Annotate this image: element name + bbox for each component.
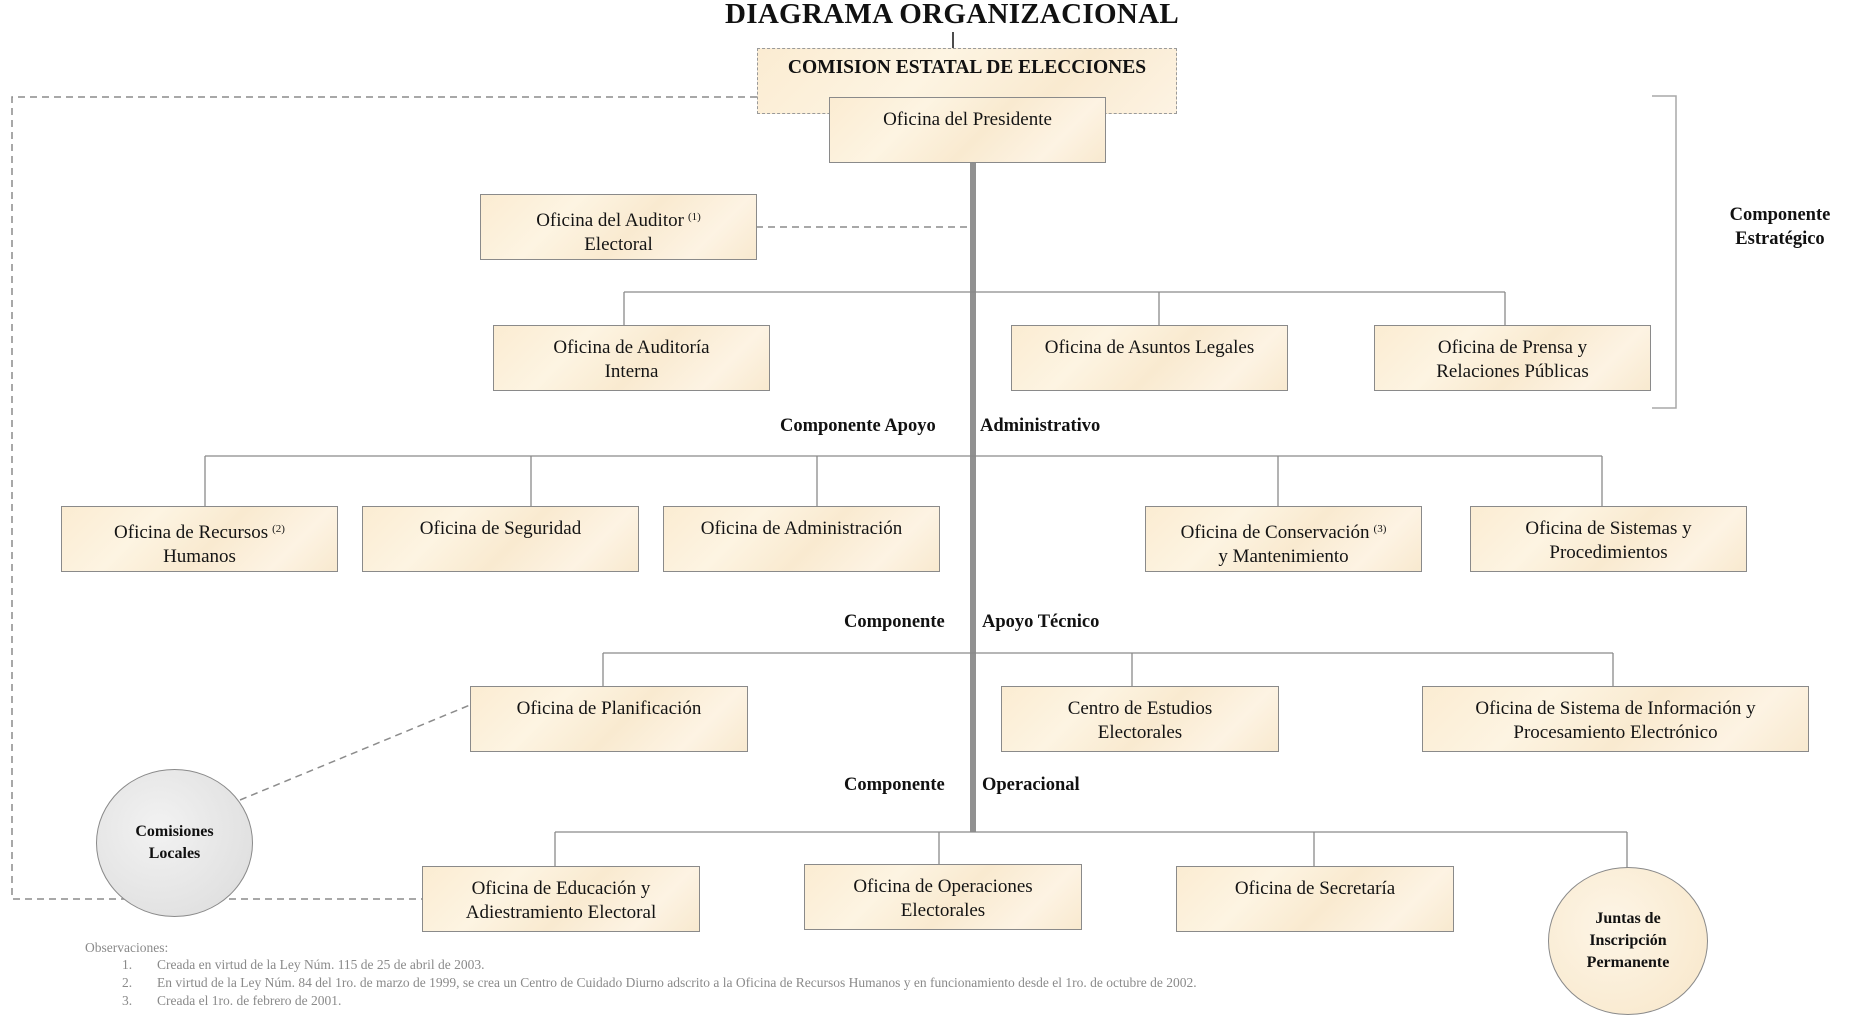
office-asuntos-legales: Oficina de Asuntos Legales bbox=[1011, 325, 1288, 391]
circle-label-line3: Permanente bbox=[1586, 954, 1670, 971]
president-office: Oficina del Presidente bbox=[829, 97, 1106, 163]
office-label-line2: y Mantenimiento bbox=[1218, 546, 1349, 567]
office-label-line1: Oficina de Prensa y bbox=[1437, 337, 1588, 358]
office-label-line2: Relaciones Públicas bbox=[1436, 361, 1589, 382]
office-label-line1: Oficina de Recursos bbox=[114, 522, 269, 543]
item-number: 3. bbox=[122, 993, 133, 1008]
office-label-line1: Oficina del Auditor bbox=[536, 210, 684, 231]
office-label-line1: Oficina de Asuntos Legales bbox=[1044, 337, 1255, 358]
strategic-bracket bbox=[1652, 95, 1677, 409]
operational-component-label-left: Componente bbox=[844, 775, 945, 795]
office-label-line1: Centro de Estudios bbox=[1067, 698, 1213, 719]
office-secretaria: Oficina de Secretaría bbox=[1176, 866, 1454, 932]
office-label-line1: Oficina de Sistema de Información y bbox=[1475, 698, 1756, 719]
president-label: Oficina del Presidente bbox=[883, 109, 1052, 130]
item-number: 2. bbox=[122, 975, 133, 990]
office-label-line1: Oficina de Seguridad bbox=[419, 518, 582, 539]
footnote-marker: (1) bbox=[687, 211, 701, 223]
technical-component-label-left: Componente bbox=[844, 612, 945, 632]
office-label-line1: Oficina de Sistemas y bbox=[1525, 518, 1692, 539]
office-label-line1: Oficina de Conservación bbox=[1180, 522, 1370, 543]
label-line2: Estratégico bbox=[1735, 229, 1825, 249]
office-label-line2: Electoral bbox=[584, 234, 653, 255]
circle-label-line2: Locales bbox=[148, 845, 201, 862]
footnote-marker: (3) bbox=[1373, 523, 1387, 535]
office-conservacion: Oficina de Conservación(3) y Mantenimien… bbox=[1145, 506, 1422, 572]
office-label-line2: Procedimientos bbox=[1549, 542, 1668, 563]
office-label-line1: Oficina de Educación y bbox=[471, 878, 651, 899]
commission-box: COMISION ESTATAL DE ELECCIONES bbox=[757, 48, 1177, 114]
office-administracion: Oficina de Administración bbox=[663, 506, 940, 572]
office-auditoria-interna: Oficina de Auditoría Interna bbox=[493, 325, 770, 391]
office-label-line1: Oficina de Auditoría bbox=[553, 337, 710, 358]
diagram-title: DIAGRAMA ORGANIZACIONAL bbox=[724, 0, 1179, 30]
office-label-line2: Electorales bbox=[900, 900, 986, 921]
office-label-line2: Humanos bbox=[163, 546, 236, 567]
office-label-line2: Electorales bbox=[1097, 722, 1183, 743]
office-planificacion: Oficina de Planificación bbox=[470, 686, 748, 752]
local-commissions-dashed-link bbox=[239, 704, 471, 801]
item-text: Creada en virtud de la Ley Núm. 115 de 2… bbox=[157, 957, 485, 972]
observation-item: 2. En virtud de la Ley Núm. 84 del 1ro. d… bbox=[122, 975, 1197, 991]
technical-connectors bbox=[602, 652, 1614, 686]
admin-component-label-right: Administrativo bbox=[980, 416, 1101, 436]
item-text: Creada el 1ro. de febrero de 2001. bbox=[157, 993, 342, 1008]
observation-item: 3. Creada el 1ro. de febrero de 2001. bbox=[122, 993, 341, 1009]
strategic-connectors bbox=[623, 291, 1506, 325]
admin-component-label-left: Componente Apoyo bbox=[780, 416, 936, 436]
office-label-line1: Oficina de Secretaría bbox=[1234, 878, 1396, 899]
operational-connectors bbox=[554, 831, 1628, 868]
admin-connectors bbox=[204, 455, 1603, 506]
auditor-office: Oficina del Auditor(1) Electoral bbox=[480, 194, 757, 260]
office-educacion: Oficina de Educación y Adiestramiento El… bbox=[422, 866, 700, 932]
operational-component-label-right: Operacional bbox=[982, 775, 1080, 795]
item-number: 1. bbox=[122, 957, 133, 972]
juntas-inscripcion-circle: Juntas de Inscripción Permanente bbox=[1548, 867, 1708, 1015]
observations-heading: Observaciones: bbox=[85, 940, 169, 955]
strategic-component-label: Componente Estratégico bbox=[1720, 203, 1840, 251]
office-sistemas-procedimientos: Oficina de Sistemas y Procedimientos bbox=[1470, 506, 1747, 572]
office-label-line2: Interna bbox=[604, 361, 659, 382]
office-label-line2: Adiestramiento Electoral bbox=[465, 902, 657, 923]
observation-item: 1. Creada en virtud de la Ley Núm. 115 de… bbox=[122, 957, 485, 973]
technical-component-label-right: Apoyo Técnico bbox=[982, 612, 1100, 632]
circle-label-line1: Comisiones bbox=[135, 823, 214, 840]
label-line1: Componente bbox=[1729, 205, 1831, 225]
commission-label: COMISION ESTATAL DE ELECCIONES bbox=[787, 57, 1147, 78]
office-sistema-informacion: Oficina de Sistema de Información y Proc… bbox=[1422, 686, 1809, 752]
item-text: En virtud de la Ley Núm. 84 del 1ro. de … bbox=[157, 975, 1197, 990]
office-label-line1: Oficina de Administración bbox=[700, 518, 903, 539]
office-label-line1: Oficina de Operaciones bbox=[853, 876, 1033, 897]
local-commissions-circle: Comisiones Locales bbox=[96, 769, 253, 917]
office-centro-estudios: Centro de Estudios Electorales bbox=[1001, 686, 1279, 752]
circle-label-line1: Juntas de bbox=[1595, 910, 1661, 927]
office-operaciones: Oficina de Operaciones Electorales bbox=[804, 864, 1082, 930]
office-prensa: Oficina de Prensa y Relaciones Públicas bbox=[1374, 325, 1651, 391]
office-label-line2: Procesamiento Electrónico bbox=[1513, 722, 1718, 743]
office-label-line1: Oficina de Planificación bbox=[516, 698, 702, 719]
circle-label-line2: Inscripción bbox=[1589, 932, 1667, 949]
office-recursos-humanos: Oficina de Recursos(2) Humanos bbox=[61, 506, 338, 572]
office-seguridad: Oficina de Seguridad bbox=[362, 506, 639, 572]
footnote-marker: (2) bbox=[272, 523, 285, 535]
